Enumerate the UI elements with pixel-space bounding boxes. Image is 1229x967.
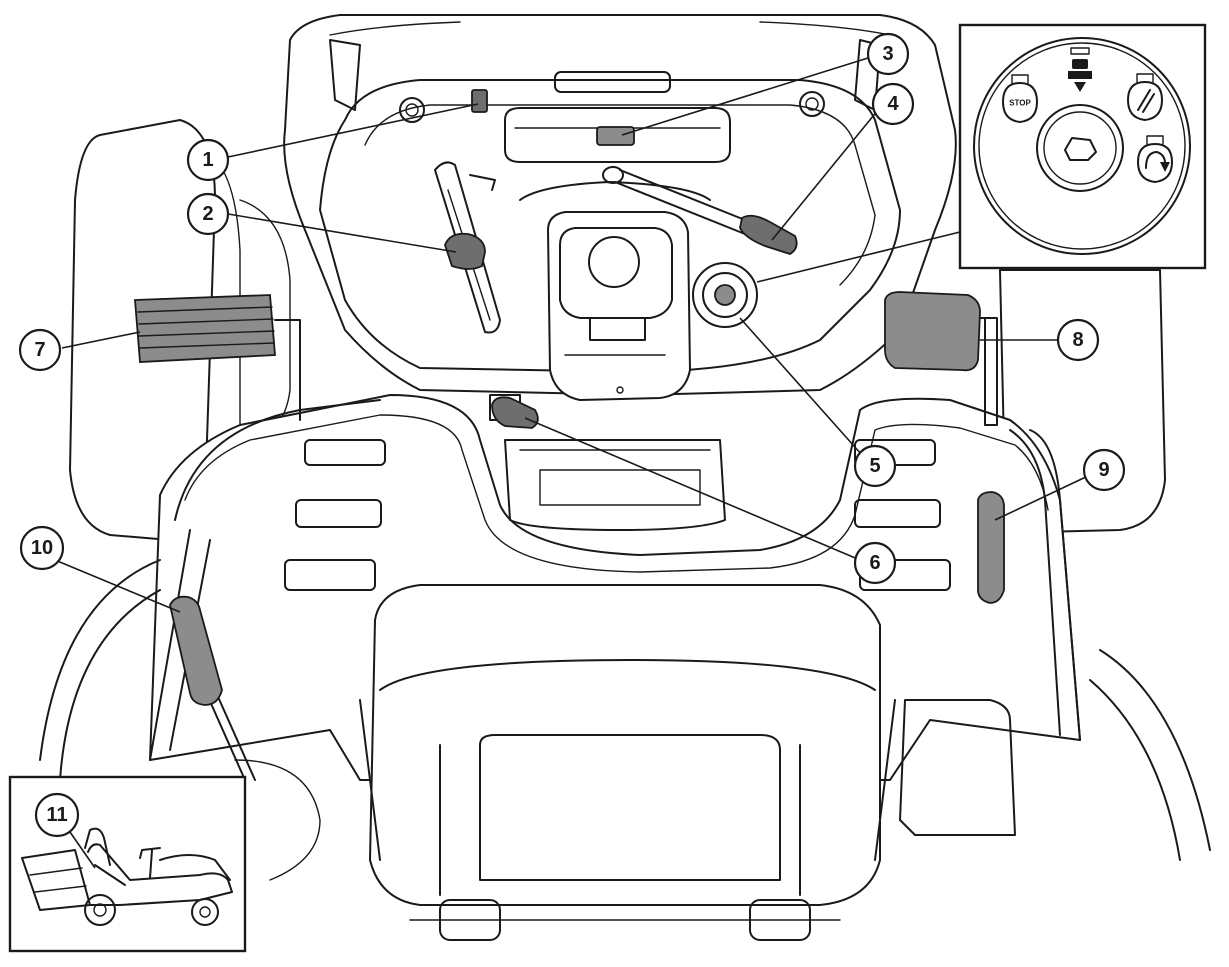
leader-lines bbox=[54, 57, 1091, 613]
callout-5: 5 bbox=[853, 444, 897, 488]
start-icon bbox=[1137, 135, 1173, 183]
callout-8-number: 8 bbox=[1072, 329, 1083, 351]
callout-3-number: 3 bbox=[882, 43, 893, 65]
hour-meter bbox=[596, 126, 635, 146]
drive-pedal bbox=[884, 291, 998, 426]
callout-1: 1 bbox=[186, 138, 230, 182]
callout-3: 3 bbox=[866, 32, 910, 76]
indicator-light bbox=[471, 89, 488, 113]
callout-7-number: 7 bbox=[34, 339, 45, 361]
callout-2: 2 bbox=[186, 192, 230, 236]
callout-11-number: 11 bbox=[46, 804, 67, 826]
ignition-switch bbox=[692, 262, 758, 328]
callout-7: 7 bbox=[18, 328, 62, 372]
rear-fenders bbox=[39, 559, 1211, 881]
callout-6: 6 bbox=[853, 541, 897, 585]
stop-icon: STOP bbox=[1002, 74, 1038, 123]
callout-6-number: 6 bbox=[869, 552, 880, 574]
hand-lever-right bbox=[977, 491, 1005, 604]
throttle-lever bbox=[602, 166, 798, 255]
light-icon bbox=[1127, 73, 1163, 121]
blade-engagement-knob bbox=[489, 394, 539, 429]
grass-bag-lever bbox=[169, 595, 256, 781]
callout-8: 8 bbox=[1056, 318, 1100, 362]
callout-10-number: 10 bbox=[31, 537, 53, 559]
callout-9: 9 bbox=[1082, 448, 1126, 492]
stop-label: STOP bbox=[1009, 99, 1031, 108]
brake-pedal bbox=[134, 294, 301, 421]
ignition-key-positions-inset: STOP bbox=[958, 23, 1207, 270]
callout-2-number: 2 bbox=[202, 203, 213, 225]
cutting-height-lever bbox=[434, 161, 501, 334]
parking-brake-icon bbox=[1068, 47, 1092, 92]
callout-10: 10 bbox=[19, 525, 65, 571]
riding-mower-with-grass-bag-icon bbox=[21, 827, 233, 926]
callout-11: 11 bbox=[34, 792, 96, 869]
callout-9-number: 9 bbox=[1098, 459, 1109, 481]
callout-4-number: 4 bbox=[887, 93, 899, 115]
callout-5-number: 5 bbox=[869, 455, 880, 477]
callout-4: 4 bbox=[871, 82, 915, 126]
callout-1-number: 1 bbox=[202, 149, 213, 171]
operator-seat bbox=[359, 584, 896, 941]
